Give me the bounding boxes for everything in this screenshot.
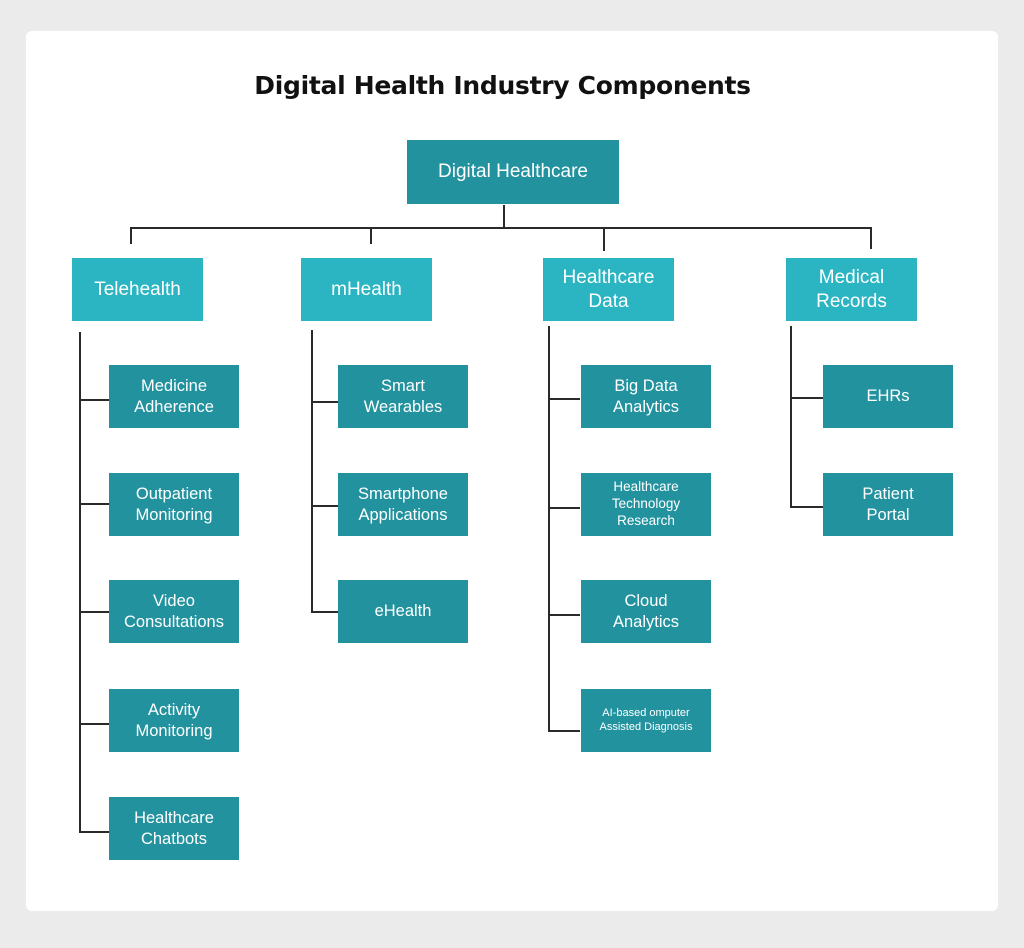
node-label: Outpatient Monitoring	[135, 484, 213, 524]
node-big-data-analytics: Big Data Analytics	[581, 365, 711, 428]
node-label: Smartphone Applications	[358, 484, 448, 524]
node-activity-monitoring: Activity Monitoring	[109, 689, 239, 752]
node-outpatient-monitoring: Outpatient Monitoring	[109, 473, 239, 536]
node-ehrs: EHRs	[823, 365, 953, 428]
root-label: Digital Healthcare	[438, 161, 588, 183]
node-healthcare-chatbots: Healthcare Chatbots	[109, 797, 239, 860]
node-label: EHRs	[866, 387, 910, 406]
node-patient-portal: Patient Portal	[823, 473, 953, 536]
node-label: Medicine Adherence	[134, 376, 214, 416]
node-label: AI-based omputer Assisted Diagnosis	[599, 706, 693, 733]
node-label: Patient Portal	[862, 484, 914, 524]
category-healthcare-data: Healthcare Data	[543, 258, 674, 321]
node-smart-wearables: Smart Wearables	[338, 365, 468, 428]
root-node: Digital Healthcare	[407, 140, 619, 204]
node-label: Healthcare Chatbots	[134, 808, 214, 848]
node-medicine-adherence: Medicine Adherence	[109, 365, 239, 428]
node-label: Big Data Analytics	[612, 376, 680, 416]
node-video-consultations: Video Consultations	[109, 580, 239, 643]
node-label: Cloud Analytics	[612, 591, 680, 631]
node-ehealth: eHealth	[338, 580, 468, 643]
node-label: Healthcare Technology Research	[611, 479, 681, 528]
node-healthcare-technology-research: Healthcare Technology Research	[581, 473, 711, 536]
node-label: Activity Monitoring	[135, 700, 213, 740]
category-mhealth: mHealth	[301, 258, 432, 321]
category-label: Telehealth	[94, 278, 181, 300]
node-label: eHealth	[374, 602, 432, 621]
category-label: Medical Records	[816, 266, 887, 312]
diagram-title: Digital Health Industry Components	[254, 71, 751, 100]
category-label: Healthcare Data	[562, 266, 655, 312]
node-cloud-analytics: Cloud Analytics	[581, 580, 711, 643]
node-ai-assisted-diagnosis: AI-based omputer Assisted Diagnosis	[581, 689, 711, 752]
node-label: Smart Wearables	[363, 376, 443, 416]
category-telehealth: Telehealth	[72, 258, 203, 321]
category-label: mHealth	[331, 278, 402, 300]
category-medical-records: Medical Records	[786, 258, 917, 321]
node-label: Video Consultations	[124, 591, 224, 631]
node-smartphone-applications: Smartphone Applications	[338, 473, 468, 536]
